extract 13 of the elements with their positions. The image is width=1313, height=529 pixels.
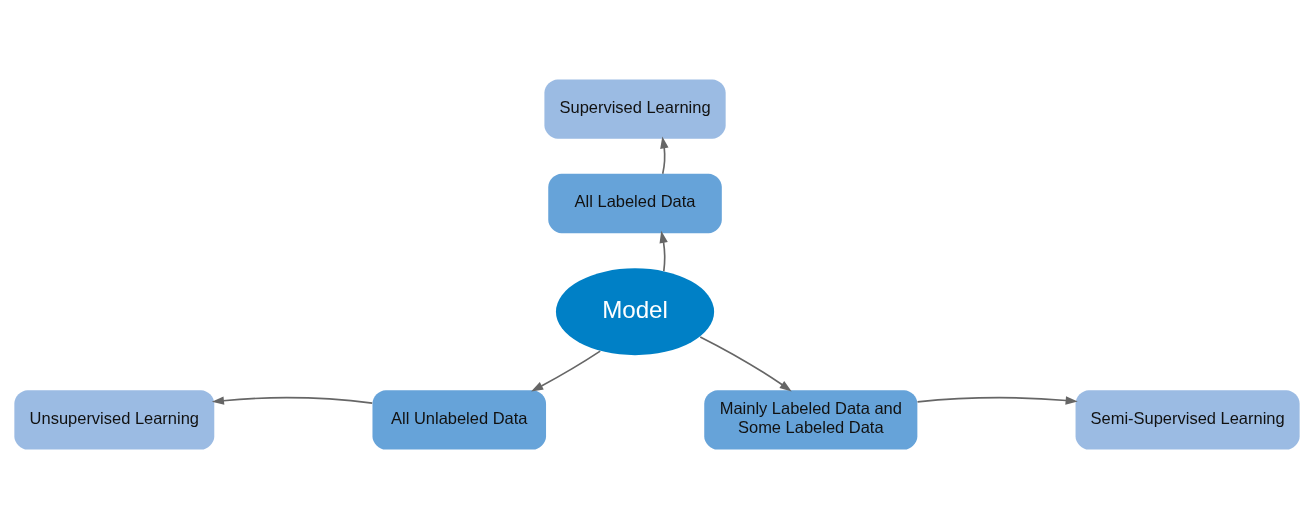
arrow: [659, 136, 668, 175]
node-box: All Unlabeled Data: [372, 390, 546, 450]
node-box: Mainly Labeled Data and Some Labeled Data: [703, 390, 917, 450]
arrow: [211, 396, 373, 405]
node-ellipse: Model: [555, 268, 714, 356]
arrow: [530, 350, 601, 392]
arrow: [698, 336, 792, 392]
node-box: Supervised Learning: [543, 79, 726, 139]
node-box: Unsupervised Learning: [13, 390, 214, 450]
arrow: [916, 396, 1078, 405]
arrow: [659, 230, 668, 272]
node-box: All Labeled Data: [547, 173, 722, 234]
node-box: Semi-Supervised Learning: [1075, 390, 1300, 450]
